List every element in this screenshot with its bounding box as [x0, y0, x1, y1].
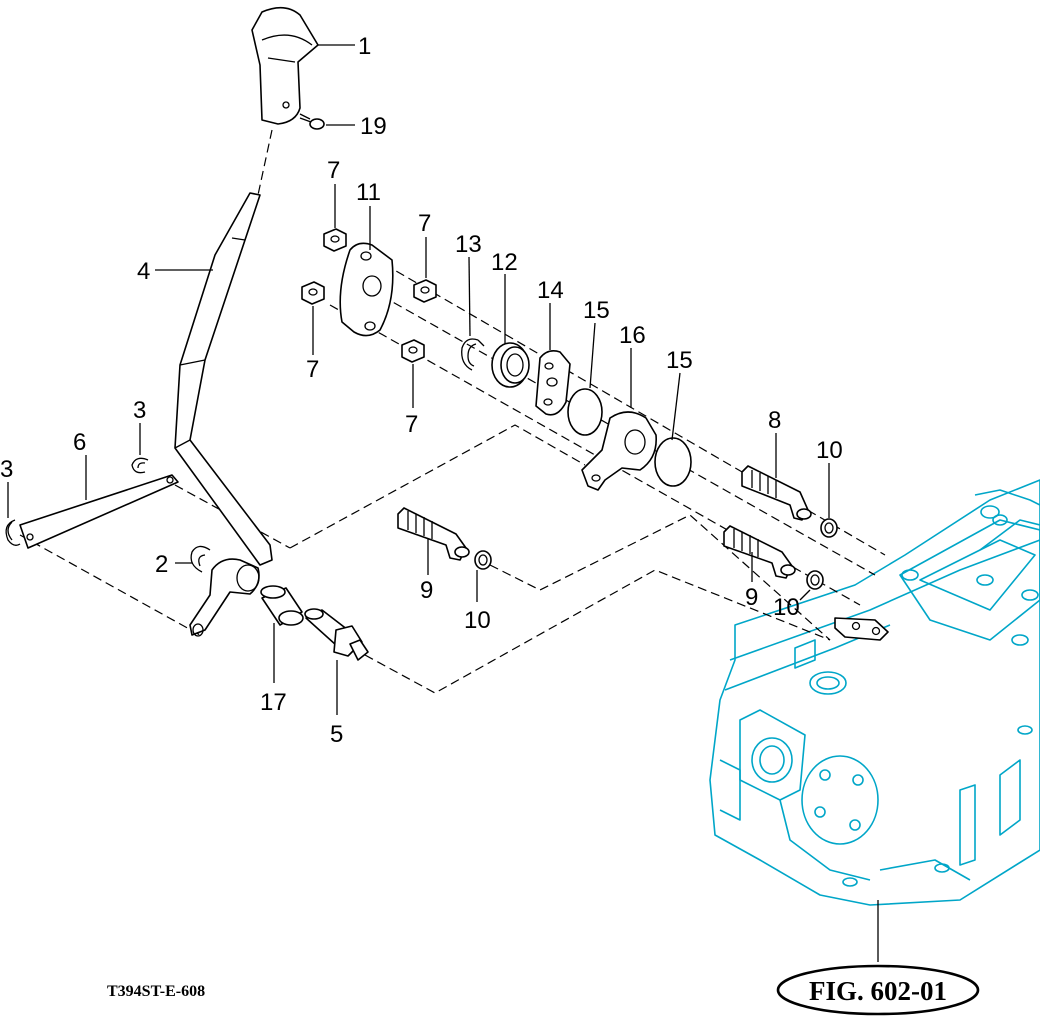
callout-1: 1 — [358, 33, 371, 60]
callout-10a: 10 — [816, 437, 843, 464]
callout-9b: 9 — [745, 584, 758, 611]
callout-labels: 1 19 4 7 11 7 13 12 14 15 16 15 7 7 3 6 … — [0, 33, 843, 748]
callout-10c: 10 — [773, 594, 800, 621]
lever-pivot-arm — [189, 558, 260, 637]
callout-7c: 7 — [306, 356, 319, 383]
callout-10b: 10 — [464, 607, 491, 634]
document-code: T394ST-E-608 — [107, 983, 205, 1000]
part-4-lever — [174, 192, 273, 566]
callout-7d: 7 — [405, 411, 418, 438]
part-3-snap-ring-a — [5, 519, 21, 546]
callout-8: 8 — [768, 407, 781, 434]
leader-lines — [7, 44, 879, 962]
callout-3b: 3 — [0, 456, 13, 483]
part-2-snap-ring — [190, 545, 211, 573]
callout-12: 12 — [491, 249, 518, 276]
part-12-collar — [491, 342, 530, 388]
callout-19: 19 — [360, 113, 387, 140]
part-3-snap-ring-b — [131, 457, 149, 474]
figure-reference: FIG. 602-01 — [809, 976, 947, 1006]
callout-9a: 9 — [420, 577, 433, 604]
part-15-washer-b — [654, 437, 692, 487]
callout-15a: 15 — [583, 297, 610, 324]
part-14-plate — [535, 350, 571, 416]
part-17-bushing — [260, 585, 304, 626]
callout-6: 6 — [73, 429, 86, 456]
figure-reference-badge: FIG. 602-01 — [776, 964, 980, 1016]
part-9-stud-b — [723, 525, 796, 579]
callout-7b: 7 — [418, 210, 431, 237]
part-13-snap-ring — [461, 338, 485, 371]
callout-14: 14 — [537, 277, 564, 304]
part-9-stud-a — [397, 507, 470, 561]
part-19-pin — [299, 113, 325, 130]
part-10-washer-b — [474, 550, 492, 570]
part-15-washer-a — [567, 388, 603, 436]
part-16-bracket — [581, 411, 657, 491]
callout-2: 2 — [155, 551, 168, 578]
part-1-knob — [251, 6, 319, 125]
callout-4: 4 — [137, 258, 150, 285]
part-10-washer-a — [820, 518, 838, 538]
callout-13: 13 — [455, 231, 482, 258]
callout-7a: 7 — [327, 157, 340, 184]
part-7-nut-c — [301, 281, 325, 305]
callout-5: 5 — [330, 721, 343, 748]
reference-housing — [709, 479, 1040, 906]
part-6-link-rod — [19, 474, 179, 549]
callout-16: 16 — [619, 322, 646, 349]
part-7-nut-b — [413, 279, 437, 303]
callout-11: 11 — [356, 179, 381, 206]
part-8-stud — [741, 465, 812, 521]
part-11-plate — [339, 242, 394, 337]
part-7-nut-a — [323, 228, 347, 252]
part-5-shaft — [304, 608, 369, 661]
callout-15b: 15 — [666, 347, 693, 374]
callout-3a: 3 — [133, 397, 146, 424]
part-10-washer-c — [806, 570, 824, 590]
part-7-nut-d — [401, 339, 425, 363]
callout-17: 17 — [260, 689, 287, 716]
